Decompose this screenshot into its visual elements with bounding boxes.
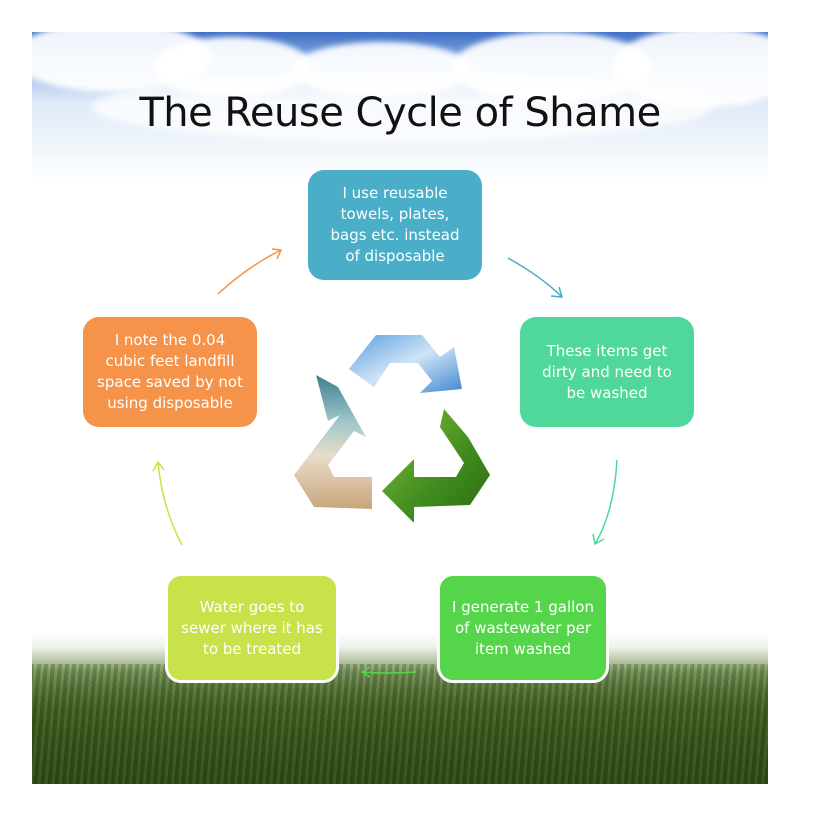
recycle-arrow-grass (382, 409, 490, 522)
arrow-step-3-to-4-head (360, 666, 371, 678)
step-4-text: Water goes to sewer where it has to be t… (181, 597, 323, 658)
arrow-step-1-to-2 (507, 257, 563, 298)
arrow-step-5-to-1-head (271, 248, 283, 260)
grass-background (32, 664, 768, 784)
step-5-box: I note the 0.04 cubic feet landfill spac… (83, 317, 257, 427)
step-2-text: These items get dirty and need to be was… (542, 341, 672, 402)
step-1-text: I use reusable towels, plates, bags etc.… (330, 184, 460, 265)
recycle-arrow-sky (349, 335, 462, 393)
arrow-step-4-to-5-head (152, 460, 165, 472)
arrow-step-4-to-5 (157, 461, 183, 546)
arrow-step-2-to-3-head (592, 533, 605, 546)
slide: The Reuse Cycle of Shame I use reusable … (32, 32, 768, 784)
step-4-box: Water goes to sewer where it has to be t… (165, 573, 339, 683)
recycle-arrow-beach (294, 375, 372, 509)
recycle-icon (294, 335, 490, 522)
cloud (92, 72, 712, 142)
arrow-step-3-to-4 (361, 671, 417, 674)
step-1-box: I use reusable towels, plates, bags etc.… (308, 170, 482, 280)
arrow-step-1-to-2-head (550, 286, 564, 298)
step-5-text: I note the 0.04 cubic feet landfill spac… (97, 331, 243, 412)
step-3-text: I generate 1 gallon of wastewater per it… (452, 597, 594, 658)
diagram-title: The Reuse Cycle of Shame (139, 90, 661, 136)
arrow-step-2-to-3 (594, 459, 618, 545)
cycle-arrows (152, 248, 618, 678)
arrow-step-5-to-1 (217, 249, 282, 295)
step-3-box: I generate 1 gallon of wastewater per it… (437, 573, 609, 683)
step-2-box: These items get dirty and need to be was… (520, 317, 694, 427)
